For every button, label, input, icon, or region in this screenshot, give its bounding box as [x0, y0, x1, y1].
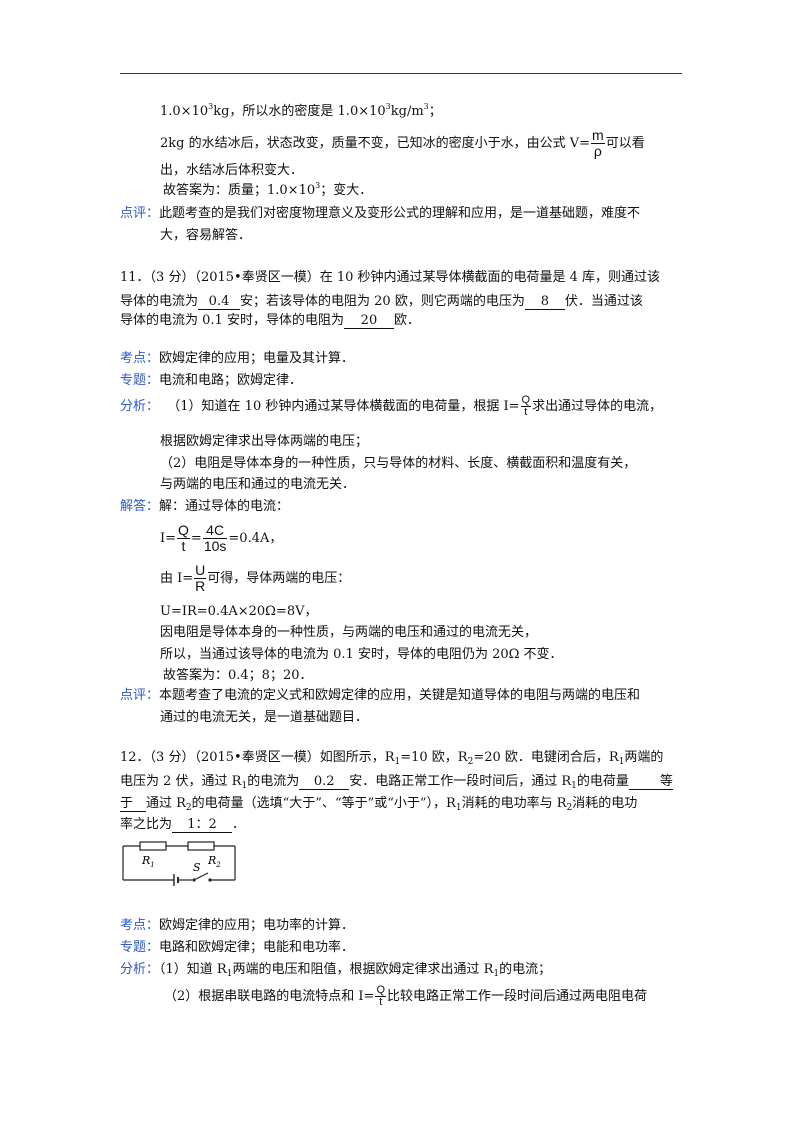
- resistor-r2: [187, 841, 215, 851]
- q11-blank-1: 0.4: [198, 295, 241, 310]
- q12-blank-2b: 于: [120, 797, 146, 812]
- q11-kaodian: 考点：欧姆定律的应用；电量及其计算．: [120, 351, 355, 366]
- q11-analysis-4: 与两端的电压和通过的电流无关．: [160, 477, 356, 492]
- prev-answer: 故答案为：质量；1.0×103；变大．: [163, 181, 373, 199]
- r1-label: R1: [141, 854, 155, 869]
- q11-review-2: 通过的电流无关，是一道基础题目．: [160, 710, 369, 725]
- q12-zhuanti: 专题：电路和欧姆定律；电能和电功率．: [120, 940, 355, 955]
- prev-line-3: 出，水结冰后体积变大．: [160, 163, 304, 178]
- q11-analysis-2: 根据欧姆定律求出导体两端的电压；: [160, 434, 369, 449]
- q11-zhuanti: 专题：电流和电路；欧姆定律．: [120, 373, 303, 388]
- q11-solution-1: 解答：解：通过导体的电流：: [120, 499, 290, 514]
- q12-stem-1: 12．（3 分）（2015•奉贤区一模）如图所示，R1=10 欧，R2=20 欧…: [120, 750, 664, 767]
- r2-label: R2: [207, 854, 221, 869]
- q11-blank-3: 20: [343, 314, 394, 329]
- q12-stem-3: 于通过 R2的电荷量（选填“大于”、“等于”或“小于”），R1消耗的电功率与 R…: [120, 796, 638, 813]
- q11-solution-4: 因电阻是导体本身的一种性质，与两端的电压和通过的电流无关，: [160, 625, 538, 640]
- resistor-r1: [139, 841, 167, 851]
- header-rule: [120, 73, 682, 74]
- q11-blank-2: 8: [524, 295, 565, 310]
- switch-label: S: [193, 861, 201, 874]
- q11-review-1: 点评：本题考查了电流的定义式和欧姆定律的应用，关键是知道导体的电阻与两端的电压和: [120, 688, 641, 703]
- q12-analysis-1: 分析：（1）知道 R1两端的电压和阻值，根据欧姆定律求出通过 R1的电流；: [120, 962, 552, 979]
- q12-blank-2a: 等: [628, 775, 673, 790]
- q11-stem-1: 11．（3 分）（2015•奉贤区一模）在 10 秒钟内通过某导体横截面的电荷量…: [120, 270, 661, 285]
- q11-solution-5: 所以，当通过该导体的电流为 0.1 安时，导体的电阻仍为 20Ω 不变．: [160, 647, 563, 662]
- q12-kaodian: 考点：欧姆定律的应用；电功率的计算．: [120, 918, 355, 933]
- q11-analysis-3: （2）电阻是导体本身的一种性质，只与导体的材料、长度、横截面积和温度有关，: [160, 456, 637, 471]
- switch-s: [193, 872, 209, 881]
- q12-blank-1: 0.2: [299, 775, 350, 790]
- q11-solution-eq3: U=IR=0.4A×20Ω=8V，: [160, 604, 318, 619]
- prev-review-2: 大，容易解答．: [160, 228, 252, 243]
- q12-blank-3: 1：2: [172, 818, 233, 833]
- prev-line-1: 1.0×103kg，所以水的密度是 1.0×103kg/m3；: [160, 102, 442, 120]
- circuit-diagram: R1 R2 S: [122, 841, 236, 886]
- q11-answer: 故答案为：0.4；8；20．: [163, 668, 313, 683]
- prev-review: 点评：此题考查的是我们对密度物理意义及变形公式的理解和应用，是一道基础题，难度不: [120, 206, 641, 221]
